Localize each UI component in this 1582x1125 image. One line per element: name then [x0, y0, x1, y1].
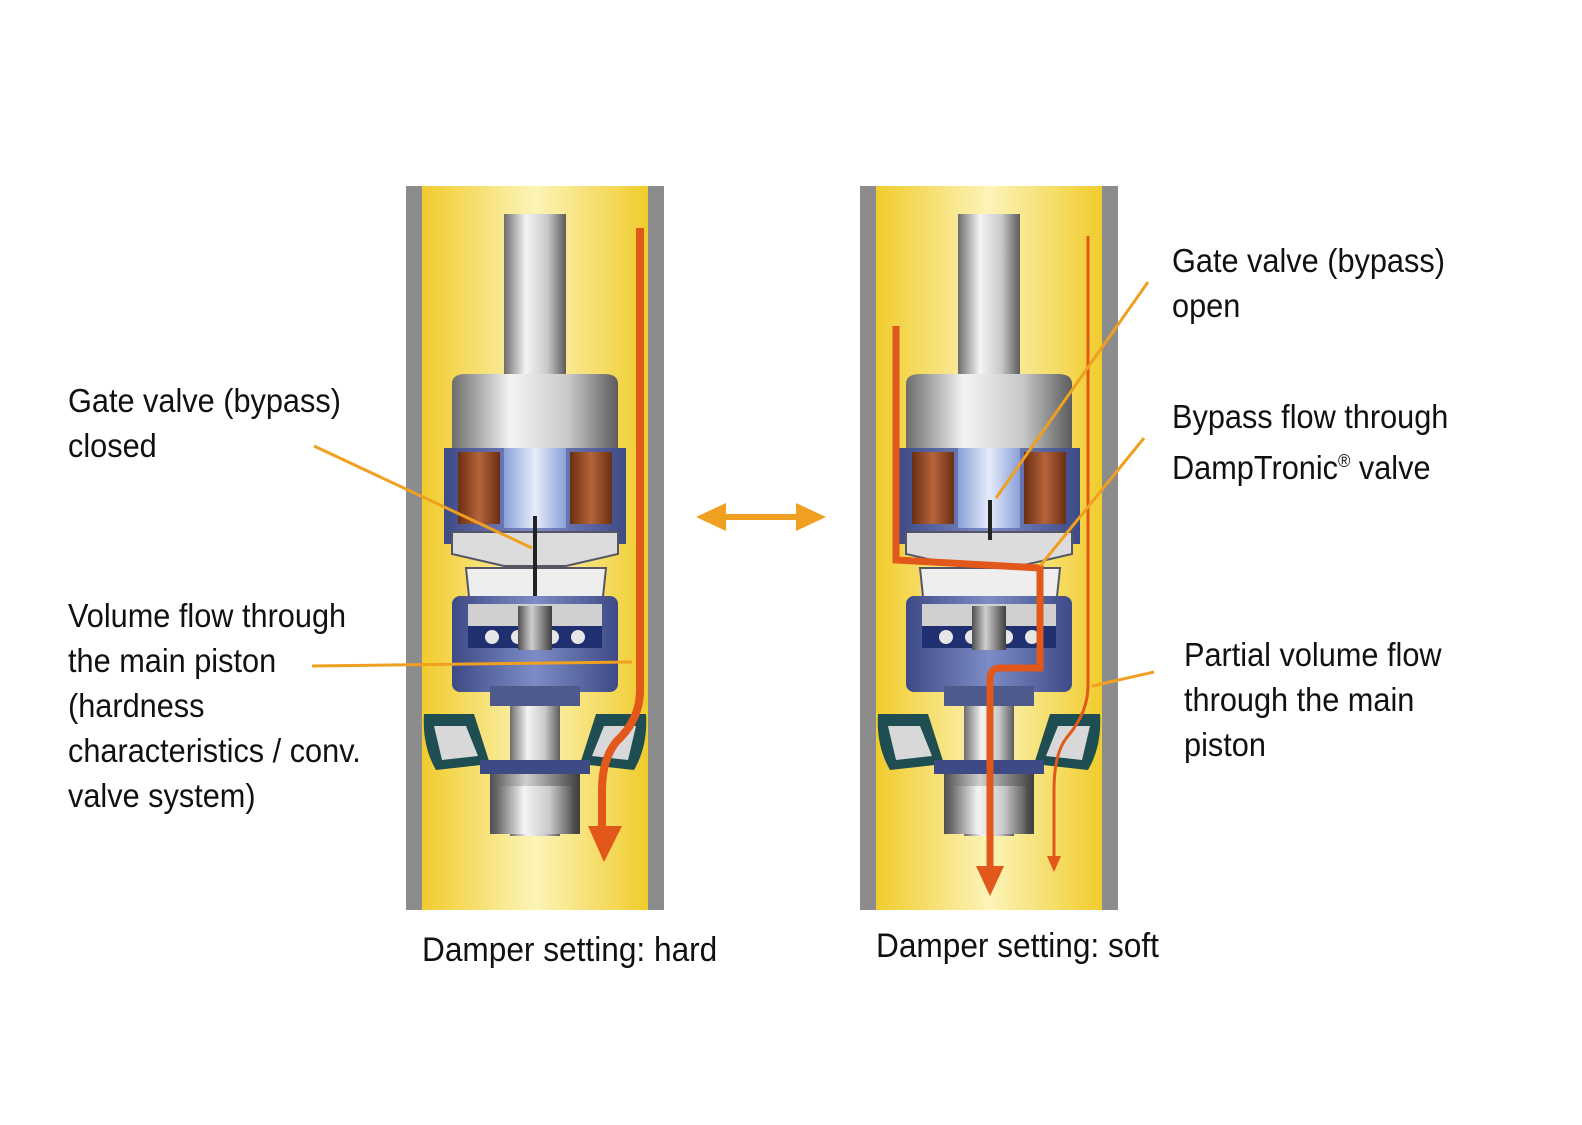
caption-damper-soft: Damper setting: soft [876, 927, 1159, 965]
left-flow-arrowhead [588, 826, 622, 862]
label-line: Partial volume flow [1184, 636, 1442, 673]
label-line: the main piston [68, 642, 277, 679]
leader-lines [311, 281, 1155, 688]
leader-right-gate [994, 281, 1150, 499]
label-left-volume-flow: Volume flow through the main piston (har… [68, 593, 361, 818]
label-line: piston [1184, 726, 1266, 763]
label-line: closed [68, 427, 157, 464]
label-line: DampTronic® valve [1172, 439, 1448, 490]
label-right-bypass-flow: Bypass flow through DampTronic® valve [1172, 394, 1448, 490]
right-shock-absorber [859, 185, 1119, 911]
label-right-gate-valve: Gate valve (bypass) open [1172, 238, 1445, 328]
damptronic-text: DampTronic [1172, 449, 1339, 486]
label-right-partial-flow: Partial volume flow through the main pis… [1184, 632, 1442, 767]
label-left-gate-valve: Gate valve (bypass) closed [68, 378, 341, 468]
label-line: Gate valve (bypass) [68, 382, 341, 419]
label-line: through the main [1184, 681, 1415, 718]
leader-right-partial [1091, 670, 1155, 688]
right-partial-flow [1052, 236, 1090, 858]
label-line: Volume flow through [68, 597, 347, 634]
right-bypass-arrowhead [976, 866, 1004, 896]
label-line: valve system) [68, 777, 256, 814]
leader-right-bypass [1038, 437, 1146, 567]
label-line: Bypass flow through [1172, 398, 1449, 435]
label-line: Gate valve (bypass) [1172, 242, 1445, 279]
caption-damper-hard: Damper setting: hard [422, 931, 718, 969]
leader-left-volume [311, 660, 633, 668]
label-line: characteristics / conv. [68, 732, 361, 769]
registered-mark: ® [1338, 451, 1351, 471]
left-main-flow-arrow [598, 228, 644, 830]
valve-text: valve [1350, 449, 1431, 486]
right-bypass-flow [892, 326, 1044, 870]
right-partial-arrowhead [1047, 856, 1061, 872]
label-line: (hardness [68, 687, 205, 724]
left-shock-absorber [405, 185, 665, 911]
leader-left-gate [313, 444, 533, 550]
label-line: open [1172, 287, 1241, 324]
switch-double-arrow [696, 503, 826, 531]
